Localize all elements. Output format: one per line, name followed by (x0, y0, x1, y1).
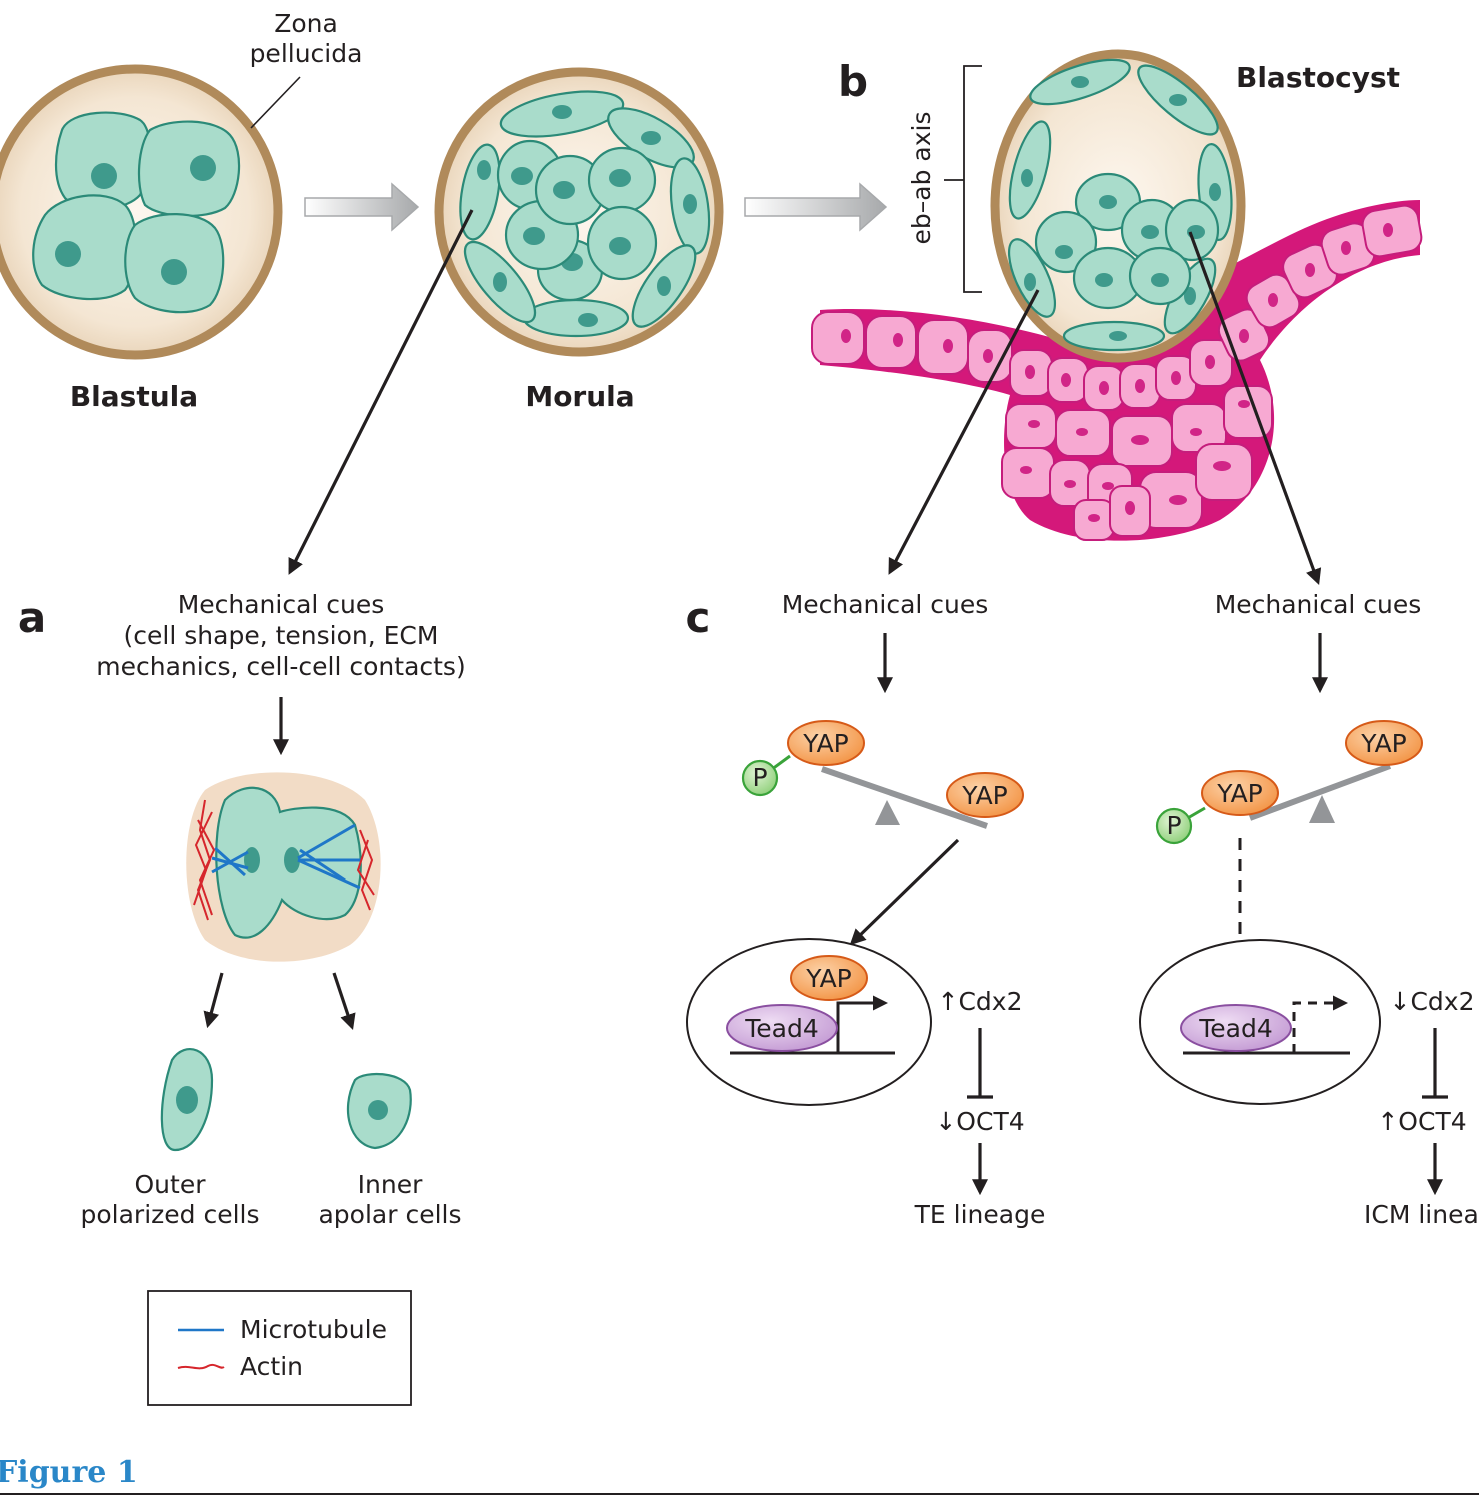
mech-cues-a-2: (cell shape, tension, ECM (124, 621, 439, 650)
zona-label-2: pellucida (250, 39, 363, 68)
icm-lineage: ICM lineage (1364, 1200, 1479, 1229)
mech-cues-a-3: mechanics, cell-cell contacts) (96, 652, 465, 681)
legend-microtubule-label: Microtubule (240, 1315, 387, 1344)
legend-actin-swatch (177, 1363, 225, 1370)
oct4-down: ↓OCT4 (935, 1107, 1024, 1136)
blastomere (137, 120, 241, 217)
te-lineage: TE lineage (914, 1200, 1046, 1229)
svg-text:P: P (752, 763, 767, 792)
yap-balance-right: P YAP YAP (1155, 720, 1423, 845)
tead4 (1180, 1004, 1292, 1052)
blastocyst-embryo (990, 49, 1246, 363)
yap-balance-left: P YAP YAP (741, 720, 1024, 829)
inner-apolar-cell (346, 1073, 412, 1150)
panel-b-label: b (838, 57, 868, 106)
svg-text:YAP: YAP (1360, 729, 1407, 758)
oct4-up: ↑OCT4 (1377, 1107, 1466, 1136)
axis-bracket (963, 65, 982, 293)
cdx2-down: ↓Cdx2 (1390, 987, 1475, 1016)
inner-label-1: Inner (358, 1170, 423, 1199)
arrow-morula-to-a (288, 209, 474, 575)
axis-label: eb–ab axis (907, 112, 936, 245)
outer-polarized-cell (160, 1048, 214, 1152)
svg-text:Tead4: Tead4 (1198, 1014, 1273, 1043)
nucleus-left: Tead4 YAP (686, 938, 932, 1106)
svg-text:YAP: YAP (1216, 779, 1263, 808)
dividing-cell (186, 772, 381, 962)
blastomere (54, 111, 152, 211)
mech-cues-c-left: Mechanical cues (782, 590, 989, 619)
uterine-epithelium (811, 200, 1423, 541)
svg-text:P: P (1166, 811, 1181, 840)
zona-pellucida (0, 64, 283, 360)
zona-leader-line (250, 76, 301, 129)
yap-nuclear (790, 955, 868, 1001)
blastocyst-label: Blastocyst (1236, 61, 1400, 94)
legend: Microtubule Actin (147, 1290, 412, 1406)
morula-label: Morula (525, 380, 634, 413)
svg-text:YAP: YAP (802, 729, 849, 758)
phospho-p (1155, 807, 1193, 845)
transition-arrow (744, 182, 888, 232)
microtubule-spindle (211, 823, 362, 890)
zona-label-1: Zona (274, 9, 338, 38)
legend-actin-label: Actin (240, 1352, 303, 1381)
arrow-blastocyst-right (1188, 231, 1322, 586)
blastula-label: Blastula (70, 380, 198, 413)
blastula-embryo (0, 64, 283, 360)
yap-phospho (1201, 770, 1279, 816)
phospho-p (741, 759, 779, 797)
yap-phospho (787, 720, 865, 766)
tead4 (726, 1004, 838, 1052)
svg-text:Tead4: Tead4 (744, 1014, 819, 1043)
panel-a-label: a (18, 593, 46, 642)
outer-label-2: polarized cells (80, 1200, 259, 1229)
cdx2-up: ↑Cdx2 (938, 987, 1023, 1016)
arrow-blastocyst-left (888, 289, 1040, 575)
mech-cues-c-right: Mechanical cues (1215, 590, 1422, 619)
outer-label-1: Outer (135, 1170, 207, 1199)
transition-arrow (304, 182, 420, 232)
svg-text:YAP: YAP (961, 781, 1008, 810)
figure-caption: Figure 1 (0, 1455, 138, 1490)
morula-embryo (434, 67, 724, 357)
svg-text:YAP: YAP (805, 964, 852, 993)
panel-c-label: c (686, 593, 711, 642)
nucleus-right: Tead4 (1139, 939, 1381, 1105)
actin-filaments (193, 799, 375, 921)
blastomere (32, 194, 138, 301)
yap-active (1345, 720, 1423, 766)
mech-cues-a-1: Mechanical cues (178, 590, 385, 619)
inner-label-2: apolar cells (318, 1200, 461, 1229)
yap-active (946, 772, 1024, 818)
